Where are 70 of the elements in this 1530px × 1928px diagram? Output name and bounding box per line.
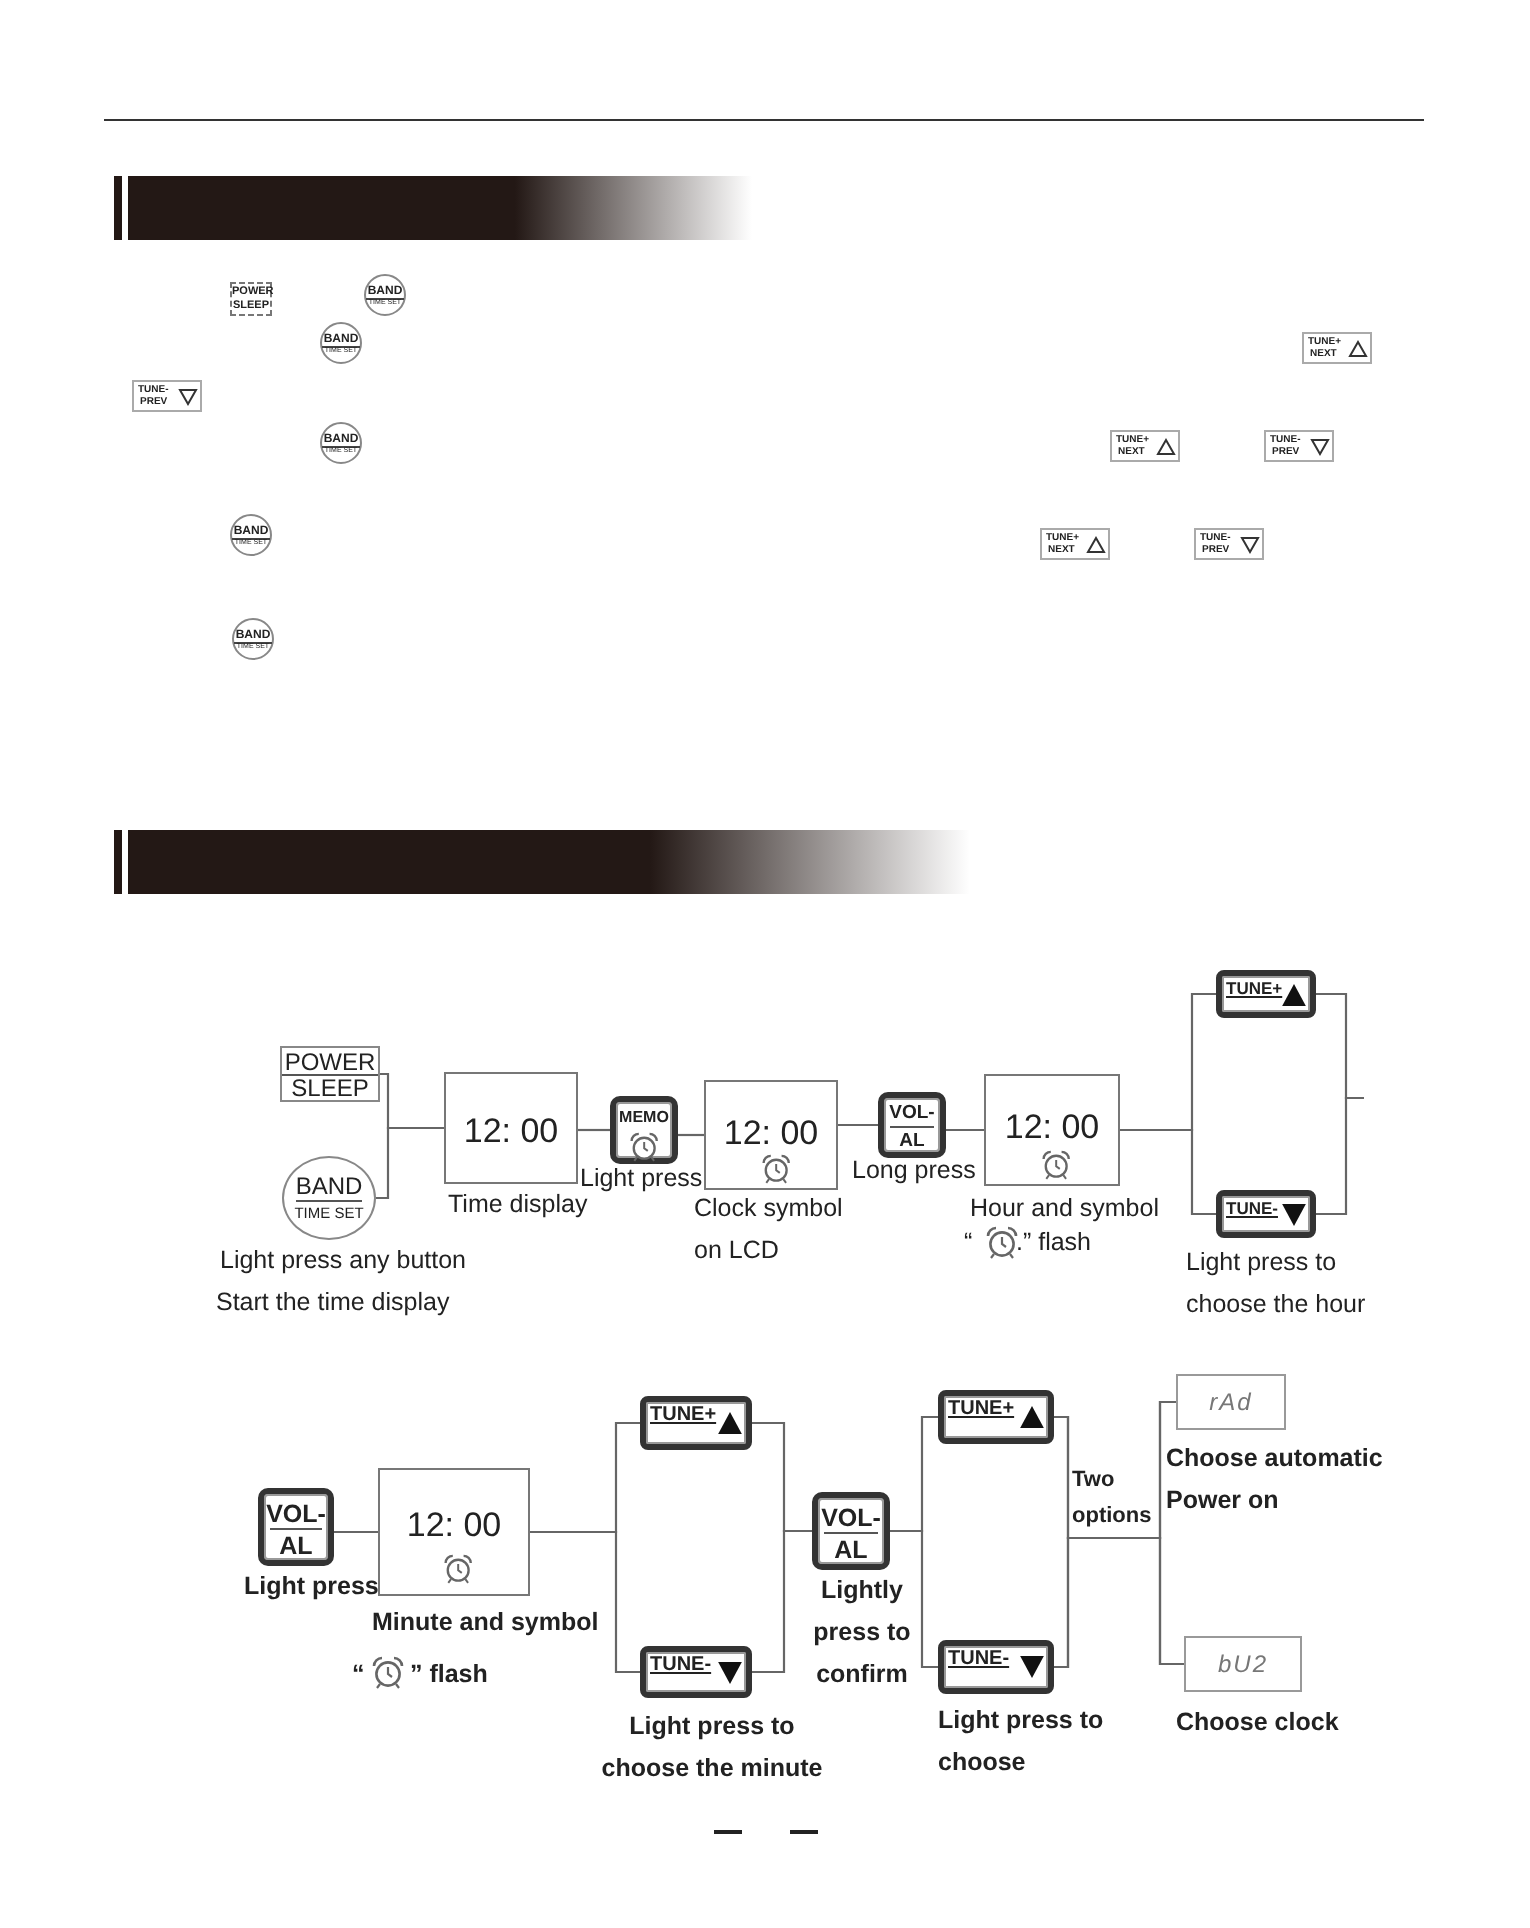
connector-line: [946, 1128, 984, 1132]
key-label: POWER: [282, 1050, 378, 1074]
connector-line: [838, 1123, 878, 1127]
caption-text: ” flash: [410, 1658, 490, 1692]
key-label: VOL-: [887, 1104, 937, 1123]
key-label: TUNE+: [650, 1406, 717, 1426]
lcd-readout: 12: 00: [721, 1115, 821, 1149]
quote-mark: “: [352, 1658, 367, 1692]
caption-text: Time display: [448, 1190, 588, 1222]
lcd-screen: [378, 1468, 530, 1596]
caption-text: Light press to choose the hour: [1186, 1246, 1368, 1322]
caption-text: Choose automatic Power on: [1166, 1442, 1385, 1518]
button-symbol: [280, 1046, 380, 1102]
caption-text: Clock symbol on LCD: [694, 1192, 845, 1268]
key-label: VOL-: [819, 1506, 883, 1531]
connector-line: [752, 1529, 812, 1674]
lcd-readout: 12: 00: [461, 1114, 561, 1149]
lcd-readout: 12: 00: [404, 1508, 504, 1543]
caption-text: Long press: [852, 1154, 978, 1188]
key-label: TUNE+: [1226, 980, 1283, 997]
round-button-symbol: [282, 1156, 376, 1240]
caption-text: Start the time display: [216, 1286, 452, 1320]
key-label: VOL-: [264, 1502, 328, 1527]
tune-key-symbol: [1216, 970, 1316, 1018]
connector-line: [578, 1128, 610, 1132]
lcd-screen: [444, 1072, 578, 1184]
connector-line: [1316, 1096, 1364, 1216]
key-label: AL: [277, 1533, 315, 1558]
lcd-readout: 12: 00: [1002, 1109, 1102, 1144]
key-label: AL: [832, 1537, 870, 1562]
key-symbol: [258, 1488, 334, 1566]
key-label: MEMO: [617, 1110, 671, 1126]
caption-text: Light press any button: [220, 1244, 468, 1278]
lcd-readout: bU2: [1215, 1652, 1270, 1676]
key-symbol: [878, 1092, 946, 1158]
connector-line: [530, 1530, 640, 1674]
lcd-screen: [984, 1074, 1120, 1186]
tune-key-symbol: [1216, 1190, 1316, 1238]
key-label: TUNE-: [650, 1656, 712, 1676]
caption-text: Hour and symbol: [970, 1192, 1161, 1226]
tune-key-symbol: [938, 1390, 1054, 1444]
connector-line: [334, 1530, 378, 1534]
lcd-readout: rAd: [1207, 1390, 1255, 1414]
tune-key-symbol: [640, 1646, 752, 1698]
lcd-screen: [704, 1080, 838, 1190]
tune-key-symbol: [938, 1640, 1054, 1694]
key-label: TUNE-: [948, 1650, 1010, 1670]
caption-text: Light press: [244, 1570, 381, 1604]
caption-text: Minute and symbol: [372, 1606, 601, 1640]
key-symbol: [812, 1492, 890, 1570]
connector-line: [1054, 1536, 1184, 1669]
key-symbol: [610, 1096, 678, 1164]
lcd-screen: [1184, 1636, 1302, 1692]
key-label: AL: [897, 1131, 927, 1150]
caption-text: Light press to choose the minute: [600, 1710, 824, 1786]
tune-key-symbol: [640, 1396, 752, 1450]
caption-text: Light press to choose: [938, 1704, 1106, 1780]
key-label: BAND: [293, 1174, 365, 1198]
caption-text: Choose clock: [1176, 1706, 1341, 1740]
caption-text: Lightly press to confirm: [811, 1574, 913, 1692]
lcd-screen: [1176, 1374, 1286, 1430]
connector-line: [376, 1126, 444, 1200]
key-label: TUNE-: [1226, 1200, 1278, 1217]
connector-line: [678, 1133, 704, 1137]
quote-mark: “: [964, 1226, 975, 1260]
caption-text: .” flash: [1016, 1226, 1094, 1260]
key-label: SLEEP: [289, 1076, 371, 1100]
caption-text: Light press: [580, 1162, 705, 1194]
connector-line: [1120, 1128, 1216, 1216]
key-label: TUNE+: [948, 1400, 1015, 1420]
